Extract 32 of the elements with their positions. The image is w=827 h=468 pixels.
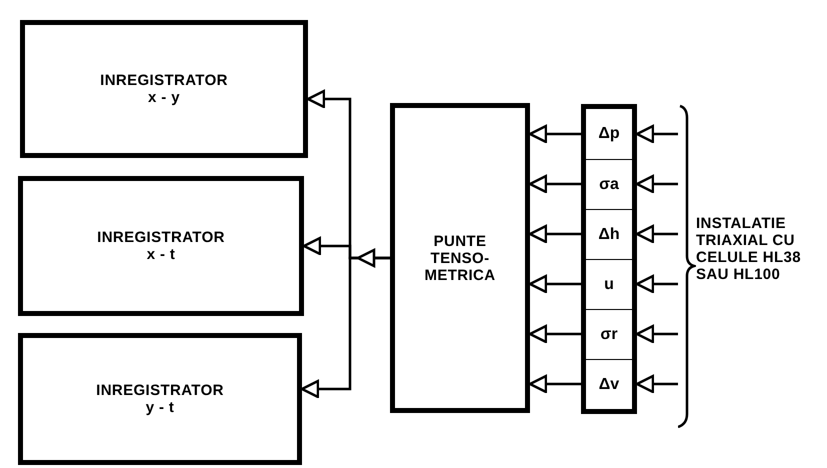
node-title: INREGISTRATOR	[96, 382, 224, 399]
node-subtitle: x - t	[146, 246, 176, 263]
arrow	[636, 324, 678, 344]
arrow	[528, 174, 581, 194]
arrow	[636, 374, 678, 394]
measurement-cell: u	[586, 259, 632, 309]
arrow	[636, 224, 678, 244]
arrow	[528, 124, 581, 144]
measurement-cell: σa	[586, 159, 632, 209]
arrow	[636, 124, 678, 144]
recorder-box	[20, 20, 308, 158]
node-subtitle: y - t	[146, 399, 174, 416]
node-title: INREGISTRATOR	[100, 72, 228, 89]
measurement-cell: Δh	[586, 209, 632, 259]
arrow	[528, 324, 581, 344]
arrow	[528, 274, 581, 294]
recorder-box	[18, 333, 302, 465]
arrow	[300, 256, 390, 398]
measurement-cell: Δp	[586, 109, 632, 159]
recorder-box	[18, 176, 304, 316]
node-title: INREGISTRATOR	[97, 229, 225, 246]
bridge-box	[390, 103, 530, 413]
measurement-cell: σr	[586, 309, 632, 359]
arrow	[636, 274, 678, 294]
arrow	[528, 224, 581, 244]
node-subtitle: x - y	[148, 89, 180, 106]
node-title: PUNTE TENSO- METRICA	[424, 232, 496, 284]
arrow	[636, 174, 678, 194]
arrow	[528, 374, 581, 394]
sensor-column-box	[581, 104, 637, 414]
node-label: INSTALATIE TRIAXIAL CU CELULE HL38 SAU HL100	[696, 215, 802, 283]
measurement-cell: Δv	[586, 359, 632, 409]
